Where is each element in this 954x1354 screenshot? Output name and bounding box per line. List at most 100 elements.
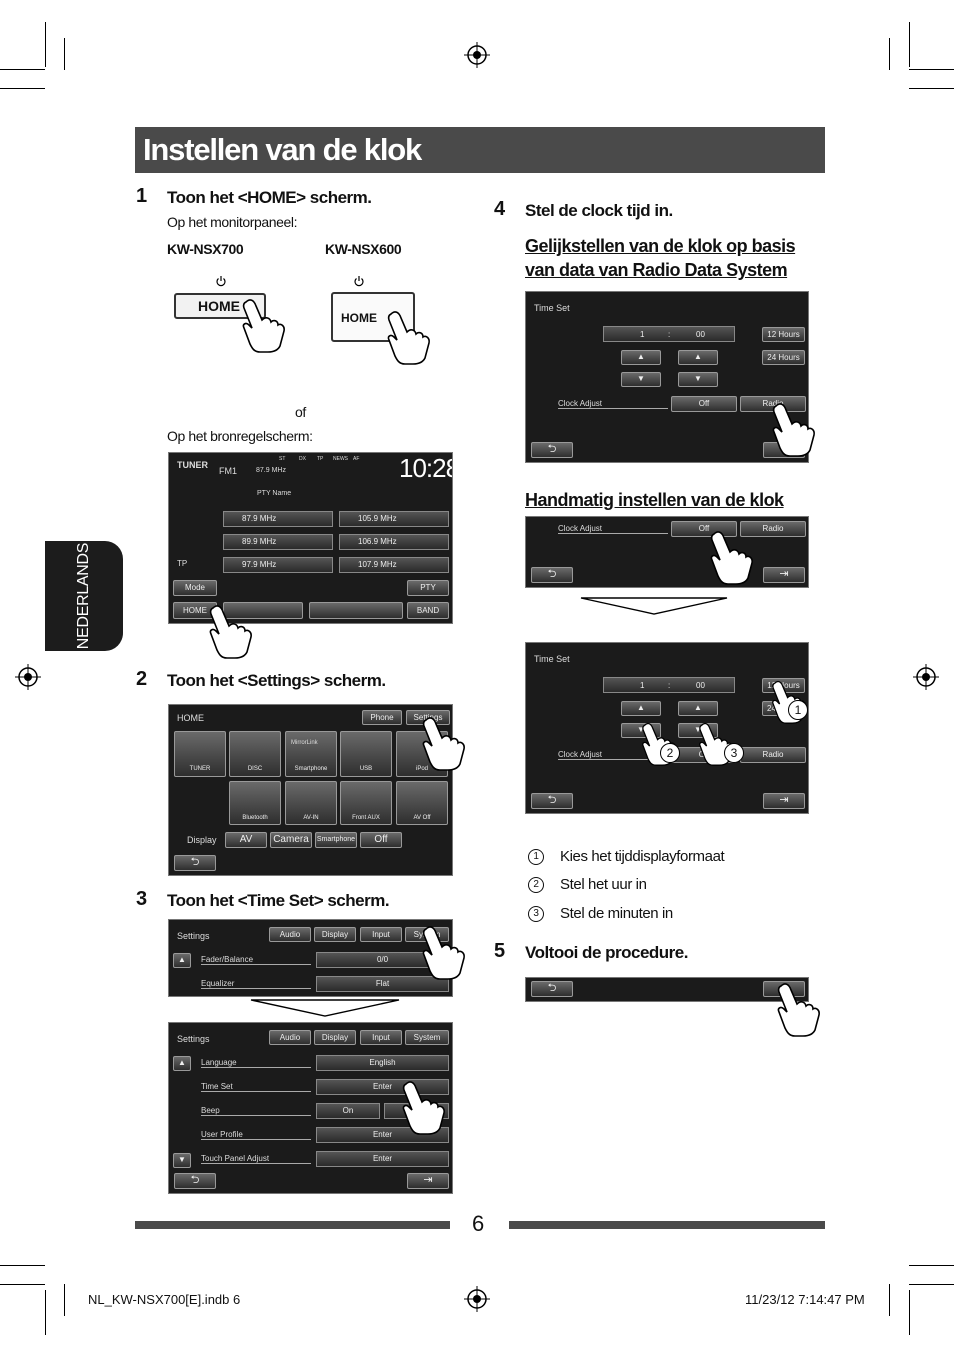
- hour-up-button[interactable]: ▲: [621, 701, 661, 716]
- preset-button[interactable]: 89.9 MHz: [223, 534, 333, 550]
- crop-mark: [909, 1284, 954, 1285]
- display-camera-button[interactable]: Camera: [270, 832, 312, 848]
- pointing-hand-icon: [402, 1081, 445, 1135]
- back-button[interactable]: ⮌: [531, 981, 573, 997]
- source-smartphone-button[interactable]: Smartphone: [285, 731, 337, 777]
- back-button[interactable]: ⮌: [531, 442, 573, 458]
- exit-button[interactable]: ⇥: [763, 793, 805, 809]
- pty-button[interactable]: PTY: [407, 580, 449, 596]
- back-button[interactable]: ⮌: [174, 855, 216, 871]
- source-usb-button[interactable]: USB: [340, 731, 392, 777]
- preset-button[interactable]: 107.9 MHz: [339, 557, 449, 573]
- step-number: 2: [136, 668, 148, 690]
- source-bluetooth-button[interactable]: Bluetooth: [229, 781, 281, 825]
- preset-nav-button[interactable]: [223, 602, 303, 619]
- time-display: 1 : 00: [603, 326, 735, 342]
- indicator: ST: [279, 456, 286, 462]
- hour-up-button[interactable]: ▲: [621, 350, 661, 365]
- crop-mark: [45, 1290, 46, 1335]
- pointing-hand-icon: [242, 299, 285, 353]
- tab-audio[interactable]: Audio: [269, 927, 311, 942]
- clock-adjust-off-button[interactable]: Off: [671, 396, 737, 412]
- settings-screen: Settings Audio Display Input System ▲ Fa…: [168, 919, 453, 997]
- display-off-button[interactable]: Off: [360, 832, 402, 848]
- clock-adjust-radio-button[interactable]: Radio: [740, 747, 806, 763]
- footer-timestamp: 11/23/12 7:14:47 PM: [745, 1292, 865, 1307]
- pointing-hand-icon: [422, 717, 465, 771]
- preset-button[interactable]: 106.9 MHz: [339, 534, 449, 550]
- bottom-bar-screen: ⮌ ⇥: [525, 977, 809, 1002]
- subheading: Handmatig instellen van de klok: [525, 490, 784, 510]
- source-av-off-button[interactable]: AV Off: [396, 781, 448, 825]
- preset-button[interactable]: 97.9 MHz: [223, 557, 333, 573]
- tab-display[interactable]: Display: [314, 927, 356, 942]
- subheading: Gelijkstellen van de klok op basis van d…: [525, 236, 796, 280]
- crop-mark: [909, 88, 954, 89]
- 12-hours-button[interactable]: 12 Hours: [762, 327, 805, 342]
- back-button[interactable]: ⮌: [531, 793, 573, 809]
- pointing-hand-icon: [710, 531, 753, 585]
- tab-input[interactable]: Input: [360, 1030, 402, 1045]
- clock-adjust-radio-button[interactable]: Radio: [740, 521, 806, 537]
- pointing-hand-icon: [772, 403, 815, 457]
- source-label: TUNER: [177, 460, 208, 470]
- back-button[interactable]: ⮌: [531, 567, 573, 583]
- scroll-up-button[interactable]: ▲: [173, 953, 191, 968]
- exit-button[interactable]: ⇥: [763, 567, 805, 583]
- preset-button[interactable]: 87.9 MHz: [223, 511, 333, 527]
- minute-up-button[interactable]: ▲: [678, 350, 718, 365]
- source-disc-button[interactable]: DISC: [229, 731, 281, 777]
- clock-adjust-screen: Clock Adjust Off Radio ⮌ ⇥: [525, 516, 809, 588]
- tab-system[interactable]: System: [405, 1030, 449, 1045]
- setting-value-button[interactable]: On: [316, 1103, 380, 1119]
- crop-mark: [0, 88, 45, 89]
- seek-button[interactable]: [309, 602, 403, 619]
- setting-value-button[interactable]: Enter: [316, 1151, 449, 1167]
- back-button[interactable]: ⮌: [174, 1173, 216, 1189]
- setting-label: Equalizer: [201, 979, 311, 989]
- crop-mark: [909, 1290, 910, 1335]
- clock-display: 10:28: [399, 453, 452, 483]
- setting-label: Beep: [201, 1106, 311, 1116]
- home-button[interactable]: HOME: [173, 602, 217, 619]
- source-avin-button[interactable]: AV-IN: [285, 781, 337, 825]
- clock-adjust-radio-button[interactable]: Radio: [740, 396, 806, 412]
- time-separator: :: [668, 330, 671, 339]
- indicator: AF: [353, 456, 360, 462]
- tab-input[interactable]: Input: [360, 927, 402, 942]
- tab-display[interactable]: Display: [314, 1030, 356, 1045]
- crop-mark: [45, 22, 46, 67]
- setting-value-button[interactable]: Flat: [316, 976, 449, 992]
- minute-down-button[interactable]: ▼: [678, 372, 718, 387]
- mode-button[interactable]: Mode: [173, 580, 217, 596]
- preset-button[interactable]: 105.9 MHz: [339, 511, 449, 527]
- phone-button[interactable]: Phone: [362, 710, 402, 725]
- scroll-down-button[interactable]: ▼: [173, 1153, 191, 1168]
- time-set-screen: Time Set 1 : 00 ▲ ▼ ▲ ▼ 12 Hours 24 Hour…: [525, 291, 809, 463]
- source-tuner-button[interactable]: TUNER: [174, 731, 226, 777]
- power-icon: [216, 276, 226, 287]
- clock-adjust-label: Clock Adjust: [558, 399, 668, 409]
- language-tab: NEDERLANDS: [45, 541, 123, 651]
- home-screen: HOME Phone Settings TUNER DISC Smartphon…: [168, 704, 453, 876]
- source-front-aux-button[interactable]: Front AUX: [340, 781, 392, 825]
- clock-adjust-label: Clock Adjust: [558, 750, 668, 760]
- display-smartphone-button[interactable]: Smartphone: [315, 832, 357, 848]
- setting-value-button[interactable]: English: [316, 1055, 449, 1071]
- crop-mark: [909, 1265, 954, 1266]
- exit-button[interactable]: ⇥: [407, 1173, 449, 1189]
- display-av-button[interactable]: AV: [225, 832, 267, 848]
- step-label: Toon het <HOME> scherm.: [167, 188, 372, 207]
- minute-up-button[interactable]: ▲: [678, 701, 718, 716]
- frequency-label: 87.9 MHz: [256, 467, 286, 474]
- band-button[interactable]: BAND: [407, 602, 449, 619]
- hour-down-button[interactable]: ▼: [621, 372, 661, 387]
- scroll-up-button[interactable]: ▲: [173, 1056, 191, 1071]
- tab-audio[interactable]: Audio: [269, 1030, 311, 1045]
- indicator: NEWS: [333, 456, 348, 462]
- pointing-hand-icon: [422, 926, 465, 980]
- 24-hours-button[interactable]: 24 Hours: [762, 350, 805, 365]
